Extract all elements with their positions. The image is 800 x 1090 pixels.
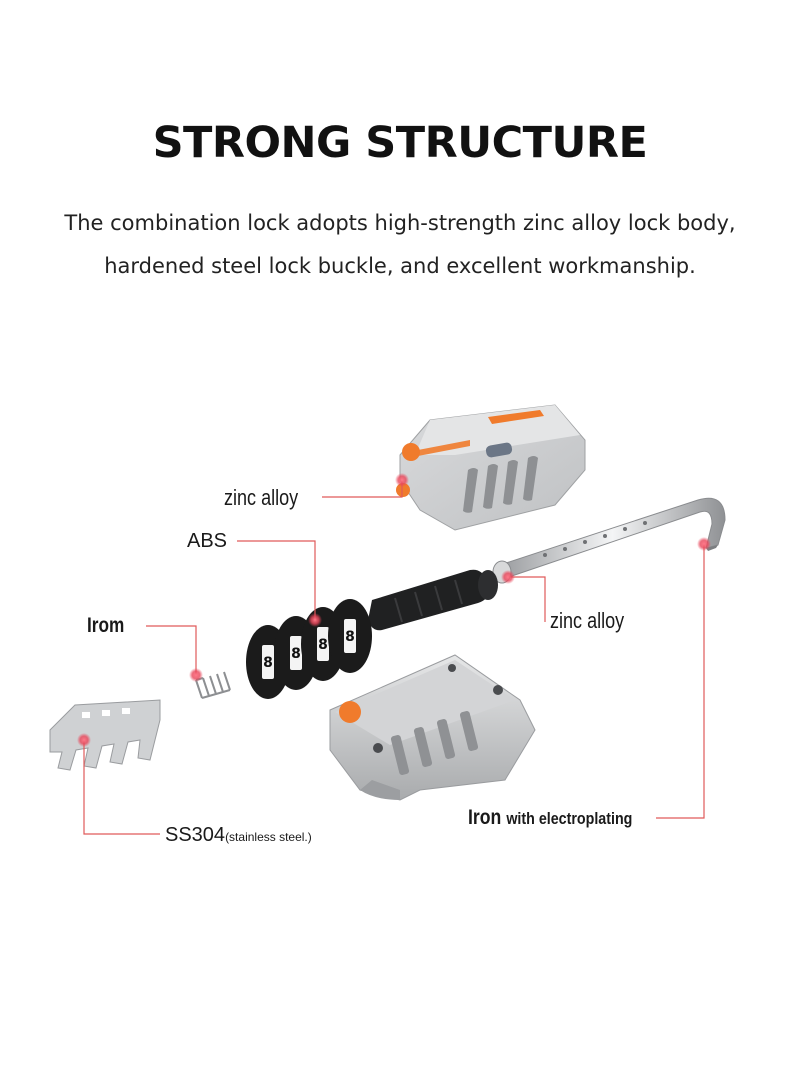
leader-ss304 [83, 740, 160, 835]
leader-lines [83, 480, 705, 835]
dial-1-digit: 8 [263, 655, 273, 671]
leader-zinc-alloy-right [508, 576, 546, 622]
marker-dots [77, 473, 711, 747]
dial-4-digit: 8 [345, 629, 355, 645]
label-zinc-alloy-top: zinc alloy [224, 486, 299, 510]
label-ss304-main: SS304 [165, 824, 225, 846]
subtitle-line-1: The combination lock adopts high-strengt… [64, 211, 736, 235]
label-iron-note: with electroplating [505, 810, 632, 828]
dial-3-digit: 8 [318, 637, 328, 653]
dial-4: 8 [328, 599, 372, 673]
dial-2-digit: 8 [291, 646, 301, 662]
subtitle-line-2: hardened steel lock buckle, and excellen… [104, 254, 696, 278]
leader-zinc-alloy-top [322, 480, 403, 498]
leader-iron [656, 544, 705, 819]
leader-irom [146, 625, 197, 675]
top-cover-part [396, 404, 586, 531]
combination-dials: 8 8 8 8 [246, 599, 372, 699]
label-irom: Irom [87, 615, 124, 638]
label-ss304-note: (stainless steel.) [225, 830, 312, 844]
page-title: STRONG STRUCTURE [152, 118, 648, 168]
label-iron-main: Iron [468, 806, 501, 830]
bottom-body-part [329, 654, 536, 801]
label-zinc-alloy-right: zinc alloy [550, 609, 625, 633]
inner-cylinder-part [368, 569, 498, 631]
steel-plate-part [49, 699, 161, 771]
label-ss304: SS304(stainless steel.) [165, 824, 312, 846]
label-abs: ABS [187, 530, 227, 552]
leader-abs [237, 540, 316, 620]
